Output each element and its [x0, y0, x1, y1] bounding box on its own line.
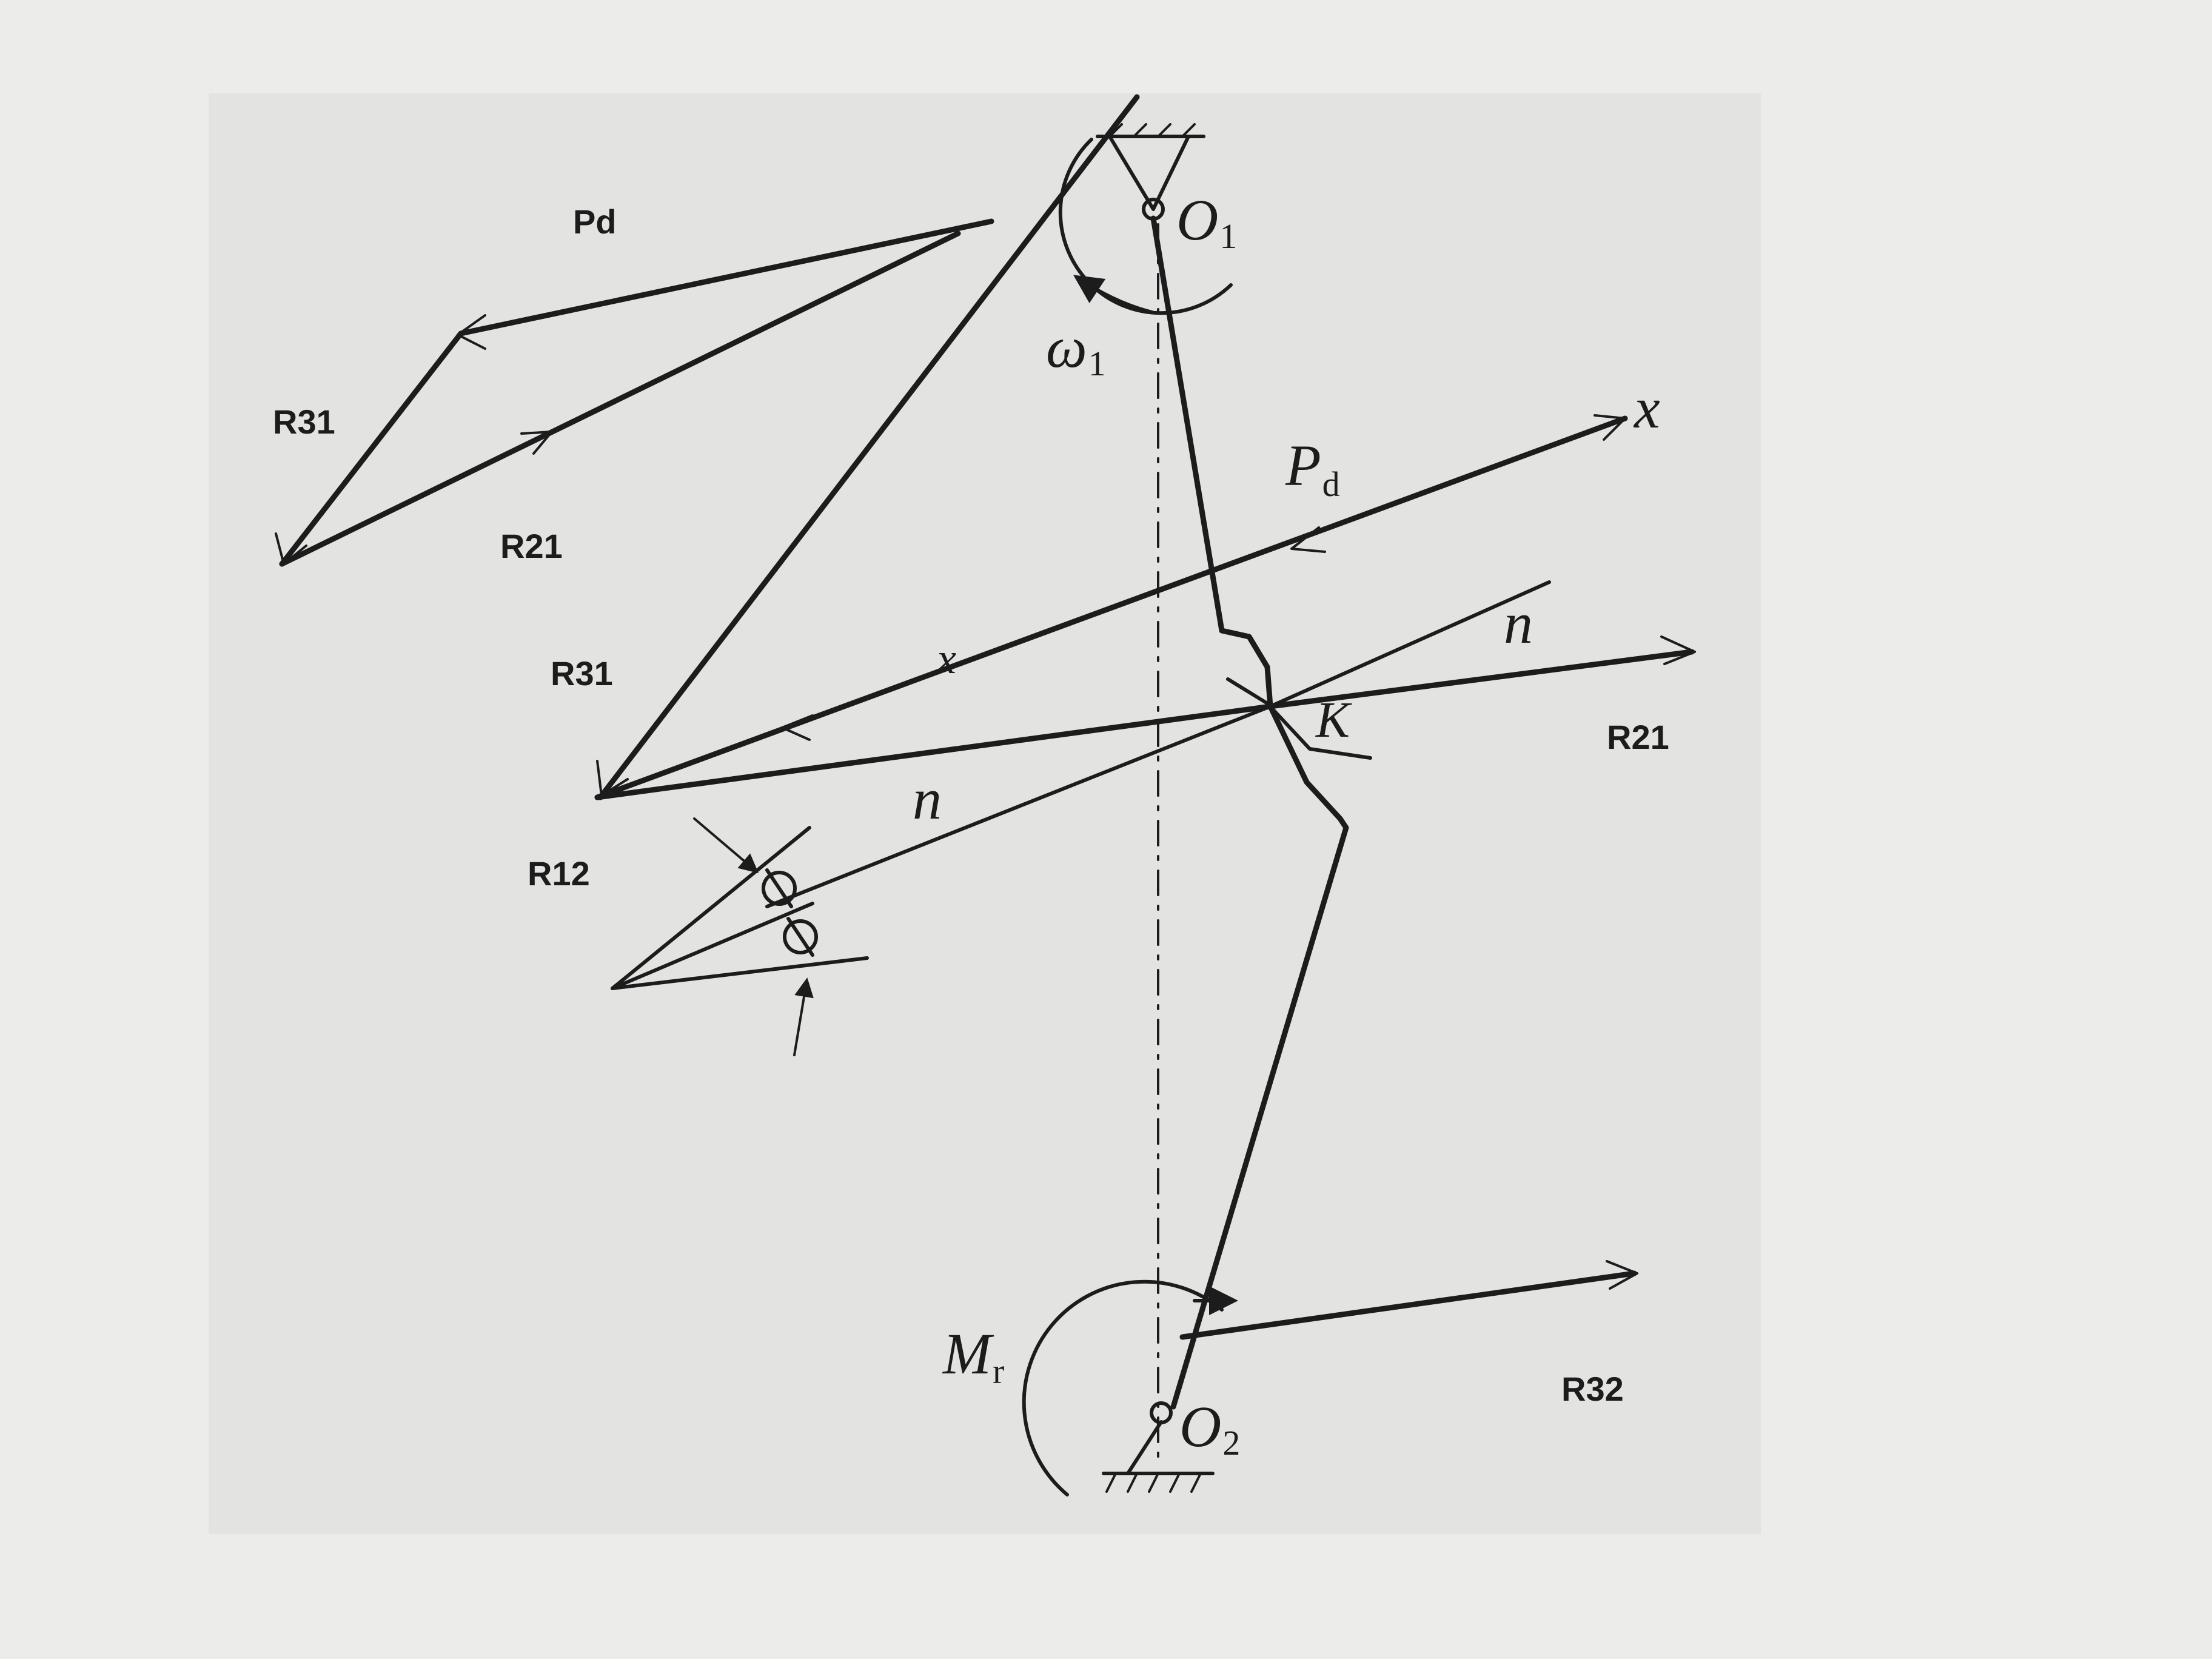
- r12-main-line: [594, 703, 1273, 800]
- r32-line: [1179, 1270, 1637, 1340]
- phi-symbol-upper: [762, 871, 797, 906]
- label-r31-triangle: R31: [273, 403, 335, 441]
- label-r21-right: R21: [1607, 718, 1669, 756]
- label-r12: R12: [528, 854, 590, 893]
- r31-main-line: [597, 94, 1140, 800]
- x-axis-arrowhead: [1594, 414, 1626, 441]
- r12-triangle: [611, 817, 869, 1056]
- link-upper: [1150, 215, 1273, 709]
- r21-vector: [279, 230, 961, 567]
- label-n-lower: n: [913, 766, 942, 831]
- label-k: K: [1315, 692, 1352, 748]
- pd-main-arrowhead: [1290, 526, 1326, 553]
- label-r21-triangle: R21: [500, 527, 563, 565]
- normal-line-upper: [1269, 580, 1551, 708]
- force-triangle: [275, 218, 994, 567]
- normal-line-lower: [765, 705, 1272, 908]
- omega1-arrow: [1073, 275, 1154, 314]
- pd-vector: [458, 218, 994, 337]
- label-mr: Mr: [942, 1321, 1004, 1391]
- label-pd-main: Pd: [1285, 433, 1340, 504]
- o2-support: [1102, 1401, 1215, 1493]
- k-bracket: [1226, 677, 1372, 760]
- r21-right-line: [1267, 649, 1695, 709]
- link-lower: [1170, 703, 1349, 1410]
- label-o2: O2: [1179, 1394, 1240, 1463]
- r31-vector: [279, 330, 464, 567]
- label-r32: R32: [1561, 1370, 1624, 1408]
- label-pd-triangle: Pd: [573, 203, 617, 241]
- r21-right-arrowhead: [1660, 635, 1696, 665]
- x-line-arrowhead: [781, 714, 814, 741]
- label-x-line: x: [936, 634, 956, 683]
- label-r31-main: R31: [551, 654, 613, 692]
- r32-arrowhead: [1606, 1260, 1638, 1290]
- mr-arc: [1022, 1279, 1224, 1496]
- label-x-right: x: [1633, 375, 1660, 440]
- o1-support: [1058, 123, 1233, 315]
- x-axis-line: [594, 415, 1628, 800]
- label-o1: O1: [1176, 187, 1237, 256]
- r21-arrowhead: [520, 431, 553, 455]
- phi-symbol-lower: [783, 919, 818, 954]
- label-n-upper: n: [1504, 591, 1533, 655]
- label-omega1: ω1: [1046, 315, 1106, 383]
- o2-pivot: [1150, 1401, 1173, 1424]
